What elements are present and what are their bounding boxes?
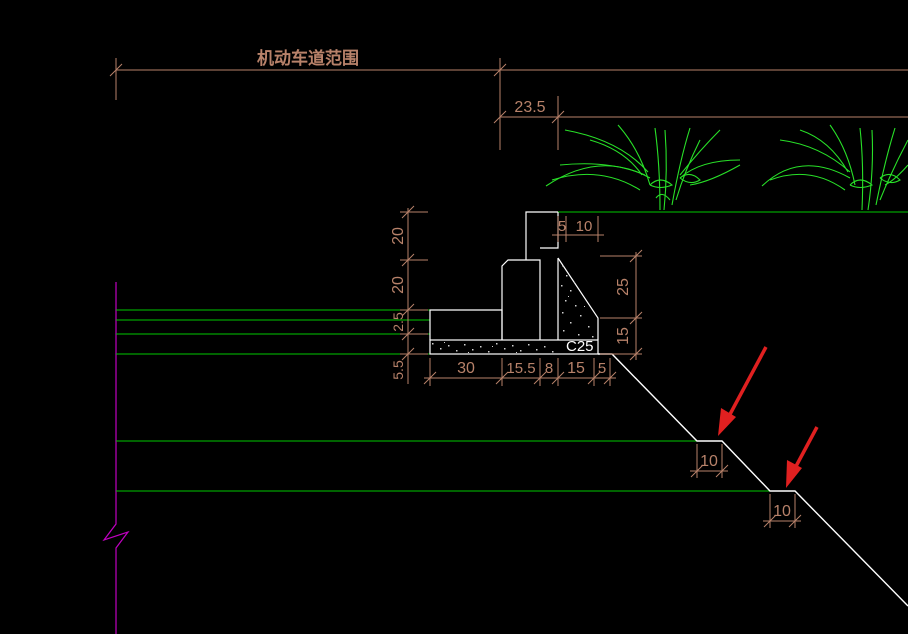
shrub-symbol-1 — [545, 124, 741, 211]
lane-extent-title: 机动车道范围 — [257, 48, 359, 69]
step-2-label: 10 — [773, 503, 791, 520]
annotation-arrow-2 — [786, 426, 819, 488]
right-vertical-dimension — [600, 249, 643, 361]
bottom-dim-a: 30 — [457, 360, 475, 377]
curb-width-label: 5 — [558, 218, 566, 235]
left-dim-mid: 20 — [390, 276, 407, 294]
right-dim-lower: 15 — [615, 327, 632, 345]
shrub-symbol-2 — [761, 124, 908, 211]
step-1-label: 10 — [700, 453, 718, 470]
lane-extent-dimension — [109, 58, 908, 150]
slope-profile-line — [598, 353, 908, 607]
bottom-dim-e: 5 — [598, 360, 606, 377]
left-dim-upper: 20 — [390, 227, 407, 245]
left-dim-lower: 2.5 — [390, 312, 406, 332]
curb-outline — [429, 211, 599, 355]
annotation-arrow-1 — [718, 346, 768, 436]
material-label: C25 — [566, 338, 594, 355]
left-vertical-dimension — [400, 205, 428, 384]
right-dim-upper: 25 — [615, 278, 632, 296]
bottom-dim-d: 15 — [567, 360, 585, 377]
section-axis-line — [102, 282, 130, 634]
bottom-horizontal-dimension — [423, 358, 617, 386]
pavement-layer-lines — [116, 309, 612, 355]
concrete-hatch — [432, 265, 594, 353]
bottom-dim-b: 15.5 — [506, 360, 535, 377]
curb-top-dimension — [552, 216, 604, 242]
left-dim-bottom: 5.5 — [390, 360, 406, 380]
step-1-dimension — [690, 444, 729, 478]
offset-dimension — [493, 96, 908, 150]
curb-top-label: 10 — [576, 218, 593, 235]
step-2-dimension — [763, 494, 802, 528]
bottom-dim-c: 8 — [545, 360, 553, 377]
offset-dimension-label: 23.5 — [514, 99, 545, 116]
